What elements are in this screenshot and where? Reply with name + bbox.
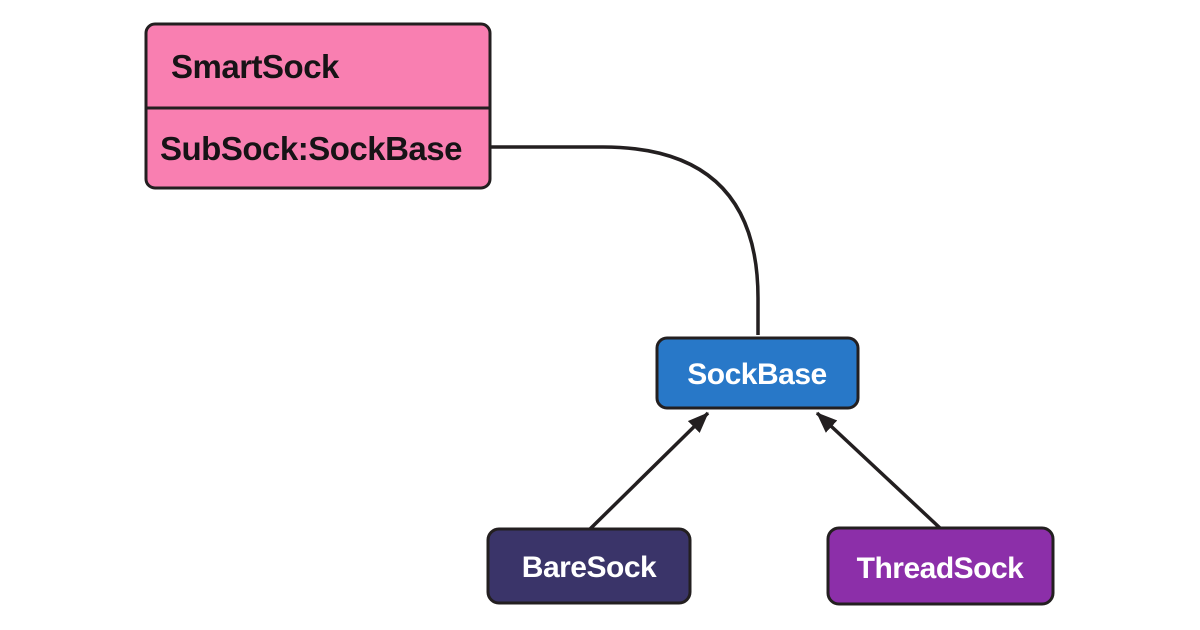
node-sockbase: SockBase <box>655 336 860 410</box>
node-threadsock-box <box>826 526 1055 606</box>
node-baresock-label: BareSock <box>522 551 657 584</box>
node-smartsock-box <box>144 22 492 190</box>
node-smartsock: SmartSock SubSock:SockBase <box>144 22 492 190</box>
node-sockbase-label: SockBase <box>687 358 826 391</box>
node-smartsock-member: SubSock:SockBase <box>160 130 462 167</box>
node-smartsock-title: SmartSock <box>171 48 340 85</box>
node-baresock: BareSock <box>486 527 692 605</box>
diagram-root: SmartSock SubSock:SockBase SockBase Bare… <box>144 22 1055 606</box>
edge-subsock-to-sockbase <box>490 145 760 335</box>
node-threadsock: ThreadSock <box>826 526 1055 606</box>
edge-baresock-to-sockbase <box>588 411 710 531</box>
node-baresock-box <box>486 527 692 605</box>
edge-threadsock-to-sockbase <box>815 411 942 530</box>
node-sockbase-box <box>655 336 860 410</box>
node-threadsock-label: ThreadSock <box>857 552 1025 585</box>
edges <box>490 145 942 531</box>
